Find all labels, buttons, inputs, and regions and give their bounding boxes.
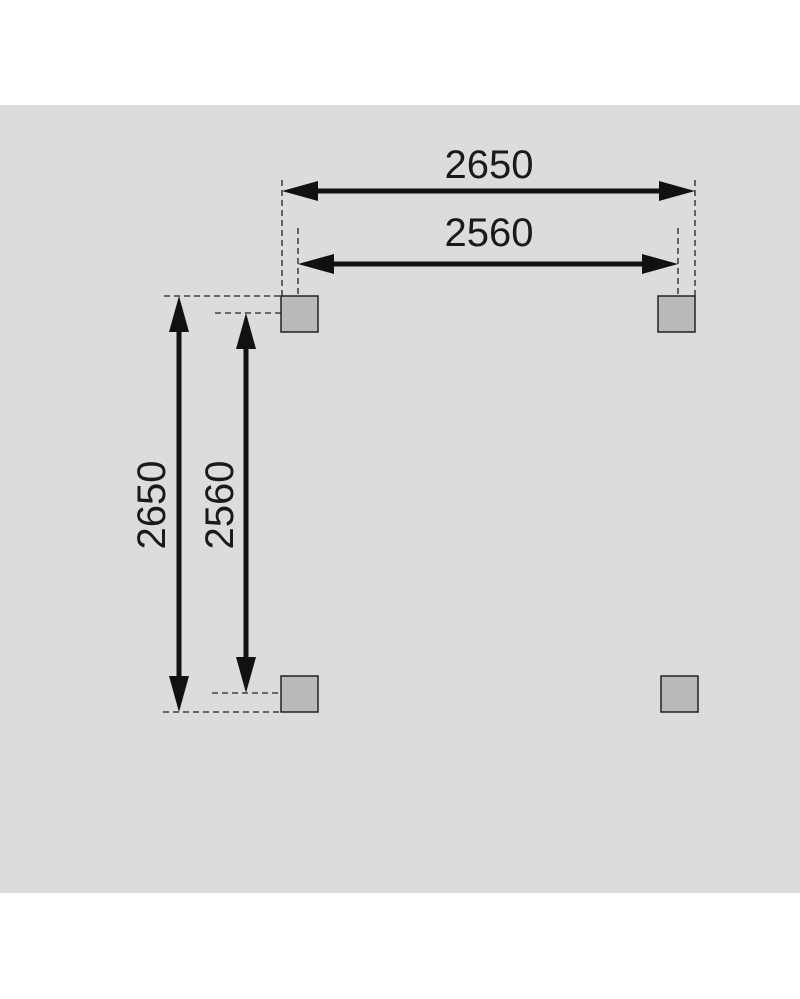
dimension-label-top-inner: 2560 <box>445 211 534 255</box>
dimension-label-left-inner: 2560 <box>198 461 242 550</box>
dimension-label-left-outer: 2650 <box>130 461 174 550</box>
dimension-arrow-left-inner <box>236 313 256 693</box>
dimension-label-top-outer: 2650 <box>445 143 534 187</box>
post-top-right <box>657 295 696 333</box>
post-top-left <box>280 295 319 333</box>
extension-lines <box>163 180 696 713</box>
drawing-panel <box>0 105 800 893</box>
post-bottom-left <box>280 675 319 713</box>
dimension-arrow-top-inner <box>298 254 678 274</box>
dimension-arrow-left-outer <box>169 296 189 712</box>
post-bottom-right <box>660 675 699 713</box>
dimension-arrow-top-outer <box>282 181 695 201</box>
